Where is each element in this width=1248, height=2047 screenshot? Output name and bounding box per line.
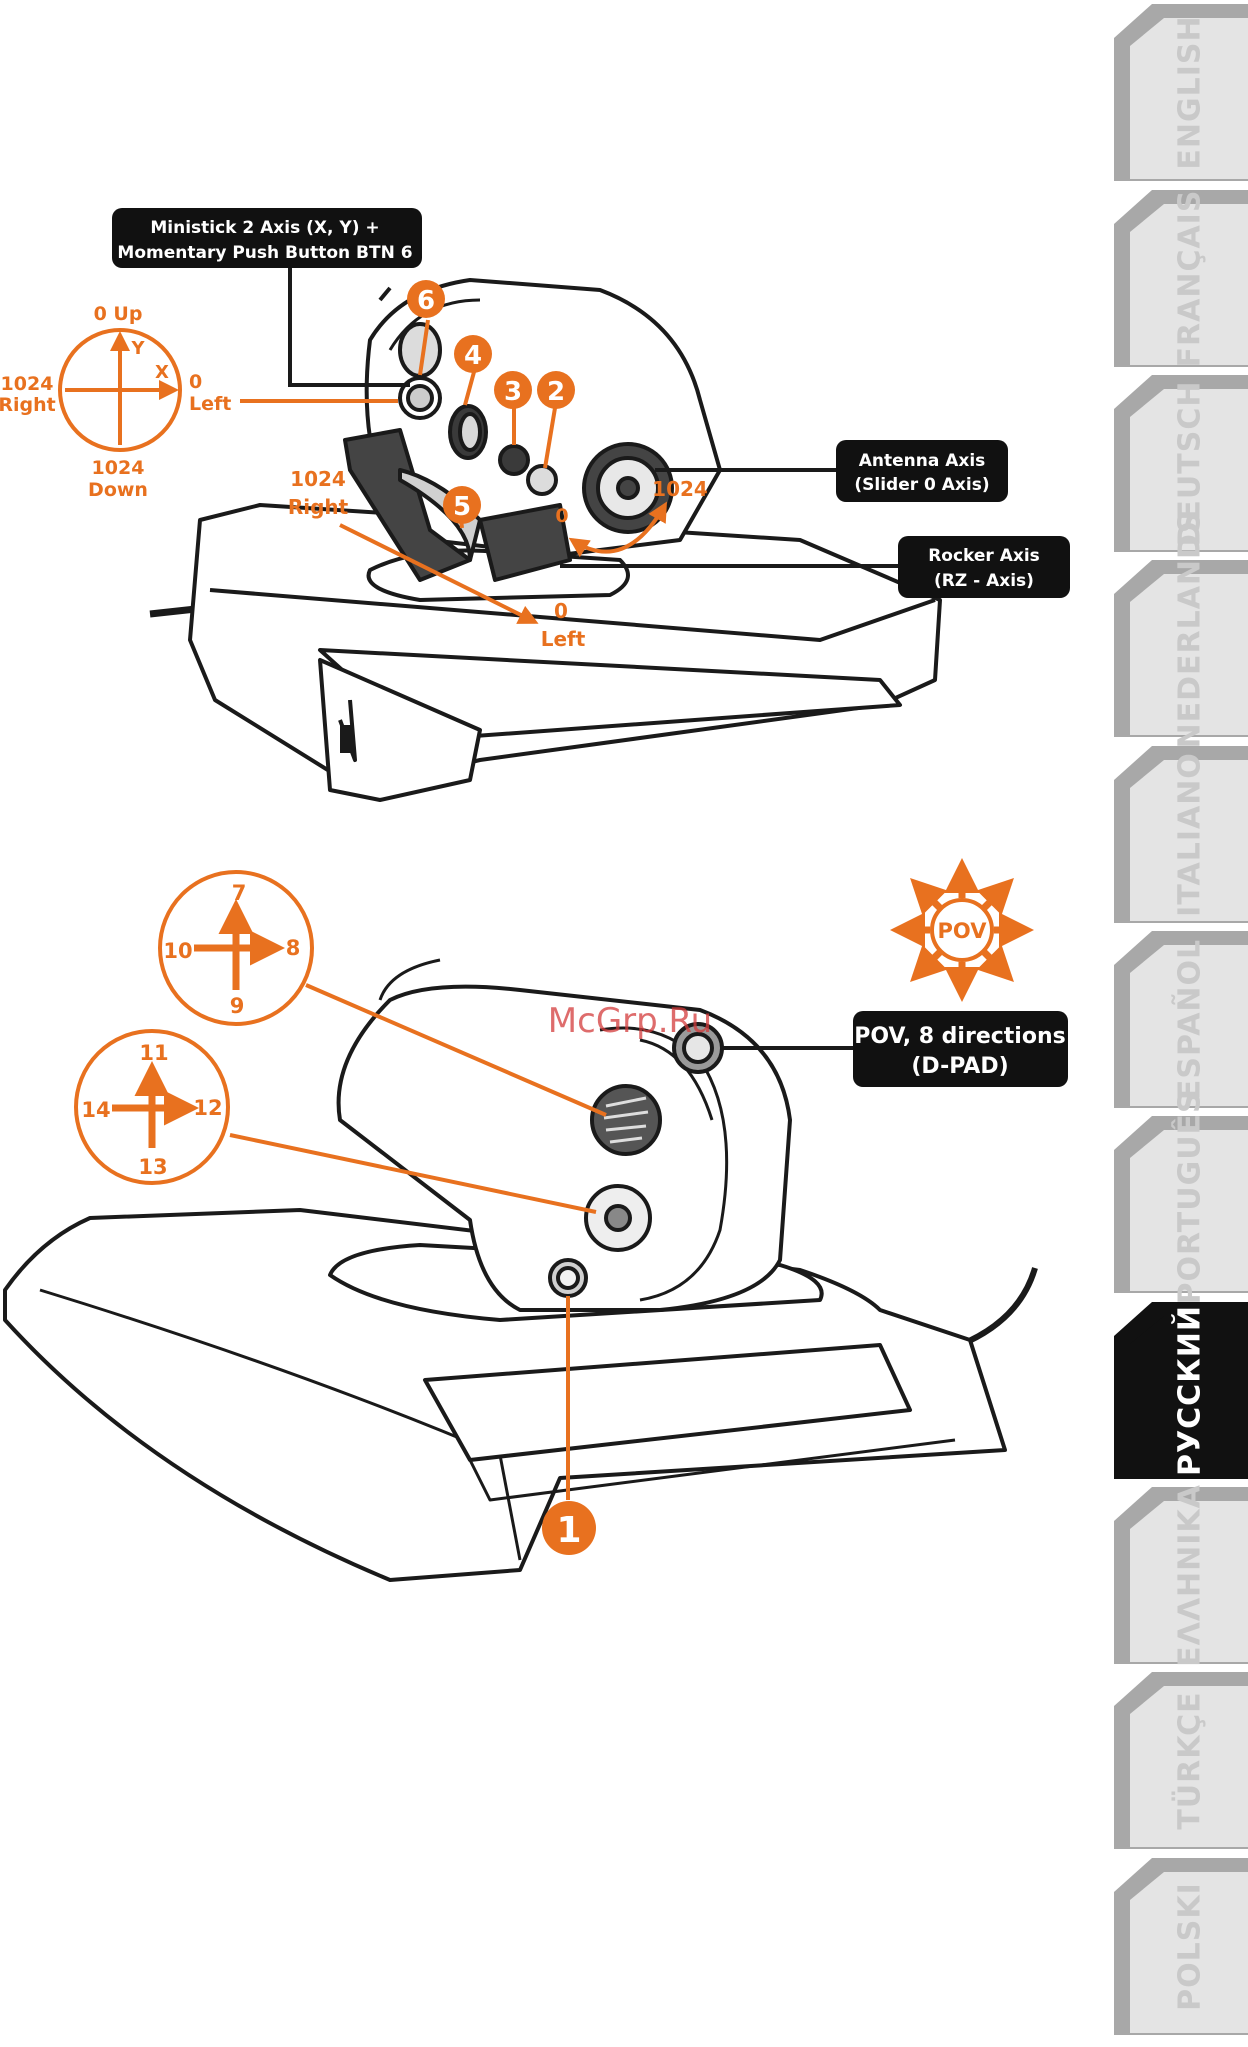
language-tab-label: ENGLISH xyxy=(1172,15,1208,170)
language-tab-9[interactable]: ΕΛΛΗΝΙΚΑ xyxy=(1112,1483,1248,1668)
svg-text:6: 6 xyxy=(417,286,435,316)
language-tab-8[interactable]: РУССКИЙ xyxy=(1112,1298,1248,1483)
language-tab-label: ITALIANO xyxy=(1172,752,1208,917)
hat-upper-left: 10 xyxy=(163,939,192,963)
language-tab-label: РУССКИЙ xyxy=(1172,1305,1208,1476)
language-tab-shape xyxy=(1114,931,1248,1108)
antenna-max-label: 1024 xyxy=(652,477,708,501)
pov-callout: POV, 8 directions (D-PAD) xyxy=(853,1011,1068,1087)
badge-1: 1 xyxy=(542,1501,596,1555)
ministick-callout: Ministick 2 Axis (X, Y) + Momentary Push… xyxy=(112,208,422,268)
svg-text:(RZ - Axis): (RZ - Axis) xyxy=(934,571,1034,591)
language-tab-shape xyxy=(1114,1672,1248,1849)
language-tab-4[interactable]: NEDERLANDS xyxy=(1112,510,1248,749)
axis-up-label: 0 Up xyxy=(94,303,143,325)
language-tab-shape xyxy=(1114,560,1248,737)
svg-text:2: 2 xyxy=(547,377,565,407)
ministick-axis-cross: 0 Up Y X 1024 Right 0 Left 1024 Down xyxy=(0,303,231,501)
site-watermark: McGrp.Ru xyxy=(548,1001,712,1041)
slider-right-label: Right xyxy=(288,495,349,519)
throttle-side-illustration xyxy=(149,278,942,802)
language-tab-label: ΕΛΛΗΝΙΚΑ xyxy=(1172,1484,1208,1667)
antenna-min-label: 0 xyxy=(555,505,568,527)
language-tab-label: NEDERLANDS xyxy=(1172,510,1208,749)
hat-diagram-lower: 11 12 13 14 xyxy=(74,1029,230,1185)
language-tab-7[interactable]: PORTUGUÊS xyxy=(1112,1090,1248,1305)
language-tab-label: TÜRKÇE xyxy=(1172,1691,1208,1830)
bottom-leader-lines xyxy=(229,983,856,1500)
svg-text:3: 3 xyxy=(504,377,522,407)
hat-upper-up: 7 xyxy=(232,881,247,905)
svg-text:4: 4 xyxy=(464,341,482,371)
language-tab-label: ESPAÑOL xyxy=(1172,938,1208,1101)
rocker-axis-callout: Rocker Axis (RZ - Axis) xyxy=(898,536,1070,598)
hat-upper-right: 8 xyxy=(286,936,301,960)
hat-lower-down: 13 xyxy=(138,1155,167,1179)
language-tab-3[interactable]: DEUTSCH xyxy=(1112,371,1248,556)
svg-text:1: 1 xyxy=(556,1510,581,1551)
svg-text:(D-PAD): (D-PAD) xyxy=(911,1054,1008,1079)
language-tab-shape xyxy=(1114,1116,1248,1293)
language-tab-shape xyxy=(1114,4,1248,181)
language-tab-shape xyxy=(1114,1487,1248,1664)
slider-right-value: 1024 xyxy=(290,467,346,491)
hat-diagram-upper: 7 8 9 10 xyxy=(158,870,314,1026)
slider-range-labels: 1024 Right 0 Left 0 1024 xyxy=(288,467,708,651)
language-tab-shape xyxy=(1114,1858,1248,2035)
badge-4: 4 xyxy=(454,335,492,373)
language-tab-label: POLSKI xyxy=(1172,1882,1208,2011)
language-tab-label: FRANÇAIS xyxy=(1172,189,1208,368)
axis-down-label: Down xyxy=(88,479,148,501)
svg-text:(Slider 0 Axis): (Slider 0 Axis) xyxy=(854,475,989,495)
svg-text:Ministick 2 Axis (X, Y) +: Ministick 2 Axis (X, Y) + xyxy=(150,218,379,238)
axis-y-label: Y xyxy=(130,338,145,359)
language-tab-10[interactable]: TÜRKÇE xyxy=(1112,1668,1248,1853)
axis-left-label: Left xyxy=(189,393,231,415)
pov-badge-label: POV xyxy=(938,919,988,943)
hat-upper-down: 9 xyxy=(230,994,245,1018)
badge-5: 5 xyxy=(443,486,481,524)
axis-left-value: 0 xyxy=(189,371,202,393)
svg-text:5: 5 xyxy=(453,492,471,522)
svg-text:POV, 8 directions: POV, 8 directions xyxy=(854,1024,1065,1049)
top-leader-lines xyxy=(288,255,898,568)
slider-left-label: Left xyxy=(541,627,586,651)
slider-left-value: 0 xyxy=(554,599,568,623)
badge-2: 2 xyxy=(537,371,575,409)
hat-lower-up: 11 xyxy=(139,1041,168,1065)
language-tab-shape xyxy=(1114,1302,1248,1479)
language-tab-shape xyxy=(1114,746,1248,923)
throttle-front-illustration xyxy=(3,958,1038,1582)
axis-x-label: X xyxy=(155,362,169,383)
language-tab-6[interactable]: ESPAÑOL xyxy=(1112,927,1248,1112)
svg-text:Rocker Axis: Rocker Axis xyxy=(928,546,1040,566)
language-tab-1[interactable]: ENGLISH xyxy=(1112,0,1248,185)
language-tab-5[interactable]: ITALIANO xyxy=(1112,742,1248,927)
svg-text:Momentary Push Button BTN 6: Momentary Push Button BTN 6 xyxy=(117,243,412,263)
language-tab-shape xyxy=(1114,375,1248,552)
badge-3: 3 xyxy=(494,371,532,409)
axis-right-label: Right xyxy=(0,394,56,416)
axis-down-value: 1024 xyxy=(92,457,145,479)
antenna-axis-callout: Antenna Axis (Slider 0 Axis) xyxy=(836,440,1008,502)
language-tab-11[interactable]: POLSKI xyxy=(1112,1854,1248,2039)
hat-lower-right: 12 xyxy=(193,1096,222,1120)
language-tab-label: PORTUGUÊS xyxy=(1172,1090,1208,1305)
language-tab-2[interactable]: FRANÇAIS xyxy=(1112,186,1248,371)
hat-lower-left: 14 xyxy=(81,1098,110,1122)
svg-text:Antenna Axis: Antenna Axis xyxy=(859,451,986,471)
badge-6: 6 xyxy=(407,280,445,318)
pov-direction-badge: POV xyxy=(890,858,1034,1002)
axis-right-value: 1024 xyxy=(1,373,54,395)
language-tab-shape xyxy=(1114,190,1248,367)
